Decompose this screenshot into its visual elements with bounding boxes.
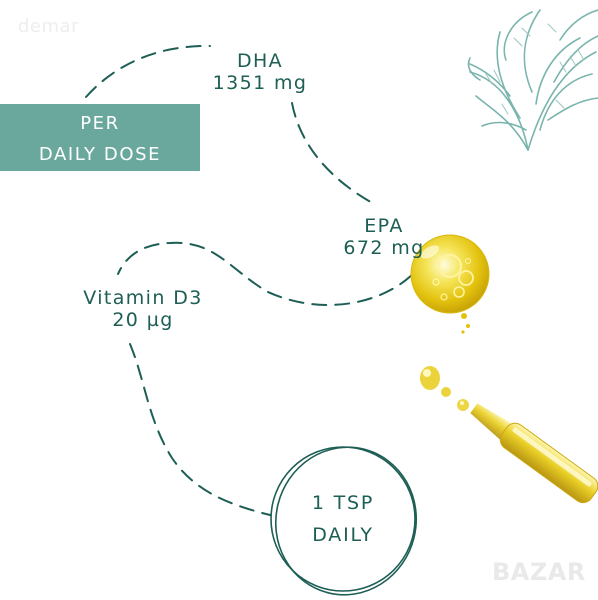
seaweed-icon	[467, 9, 598, 151]
epa-amount: 672 mg	[343, 237, 425, 259]
watermark-top-left: demar	[18, 16, 79, 37]
tsp-circle-icon	[270, 446, 418, 596]
dha-label: DHA 1351 mg	[206, 50, 314, 94]
vitamin-d3-name: Vitamin D3	[83, 287, 203, 309]
epa-label: EPA 672 mg	[328, 215, 440, 259]
vitamin-d3-amount: 20 µg	[112, 309, 174, 331]
watermark-bottom-right: BAZAR	[492, 558, 586, 586]
dosage-label: 1 TSP DAILY	[270, 487, 416, 551]
pipette-icon	[420, 366, 598, 504]
banner-line-2: DAILY DOSE	[38, 144, 162, 165]
dha-amount: 1351 mg	[212, 72, 308, 94]
dosage-line-2: DAILY	[312, 524, 374, 546]
dosage-line-1: 1 TSP	[311, 492, 375, 514]
oil-drop-icon	[410, 234, 490, 334]
banner-line-1: PER	[80, 113, 120, 134]
epa-name: EPA	[364, 215, 404, 237]
per-daily-dose-banner: PER DAILY DOSE	[0, 104, 200, 171]
dha-name: DHA	[236, 50, 284, 72]
seaweed-hatching-icon	[485, 23, 585, 115]
dashed-path	[85, 44, 427, 516]
vitamin-d3-label: Vitamin D3 20 µg	[64, 287, 222, 331]
